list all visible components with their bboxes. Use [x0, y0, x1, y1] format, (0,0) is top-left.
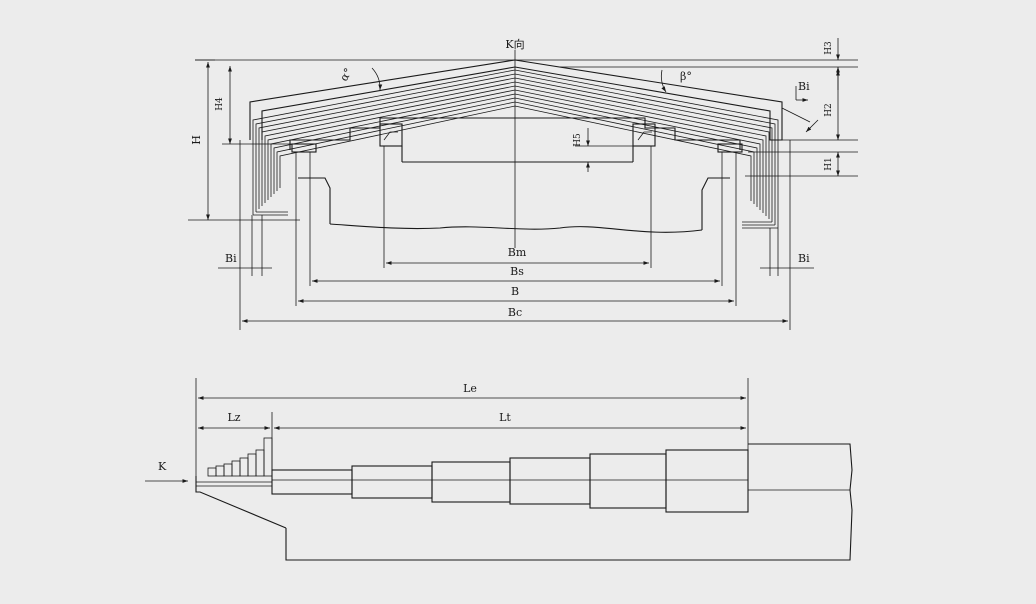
- bm-label: Bm: [508, 246, 527, 259]
- lt-label: Lt: [499, 411, 511, 424]
- h1-label: H1: [824, 157, 834, 171]
- bc-label: Bc: [508, 306, 522, 319]
- telescopic-layers: [252, 69, 779, 229]
- right-guide-block: [717, 143, 743, 153]
- alpha-arc: [371, 67, 383, 91]
- left-wiper: [379, 123, 403, 147]
- lz-label: Lz: [227, 411, 240, 424]
- compressed-stack: [207, 437, 273, 477]
- end-plate: [195, 476, 287, 529]
- section-1: [271, 469, 353, 495]
- bi-left-label: Bi: [225, 252, 237, 265]
- b-label: B: [511, 285, 519, 298]
- section-6: [665, 449, 749, 513]
- alpha-label: α°: [337, 66, 355, 84]
- bed-left-edge: [298, 177, 331, 224]
- machine-body: [285, 443, 853, 561]
- bs-label: Bs: [510, 265, 524, 278]
- right-wiper: [632, 123, 656, 147]
- beta-label: β°: [680, 70, 692, 83]
- section-3: [431, 461, 511, 503]
- left-guide-block: [291, 143, 317, 153]
- k-label: K: [158, 460, 167, 473]
- section-2: [351, 465, 433, 499]
- section-4: [509, 457, 591, 505]
- section-5: [589, 453, 667, 509]
- bed-right-edge: [701, 177, 730, 230]
- bi-right-label: Bi: [798, 252, 810, 265]
- beta-arc: [661, 69, 667, 93]
- bed-break-line: [329, 223, 703, 233]
- h4-label: H4: [215, 97, 225, 111]
- side-view: Le Lz Lt K: [145, 378, 853, 561]
- cross-section-view: K向 α° β° Bi H3 H2 H1 H5: [188, 37, 858, 330]
- bi-top-label: Bi: [798, 80, 810, 93]
- h2-label: H2: [824, 103, 834, 117]
- le-label: Le: [463, 382, 477, 395]
- k-view-label: K向: [505, 37, 524, 51]
- telescopic-sections: [271, 449, 749, 513]
- h5-label: H5: [573, 133, 583, 147]
- h-label: H: [190, 135, 203, 145]
- h3-label: H3: [824, 41, 834, 55]
